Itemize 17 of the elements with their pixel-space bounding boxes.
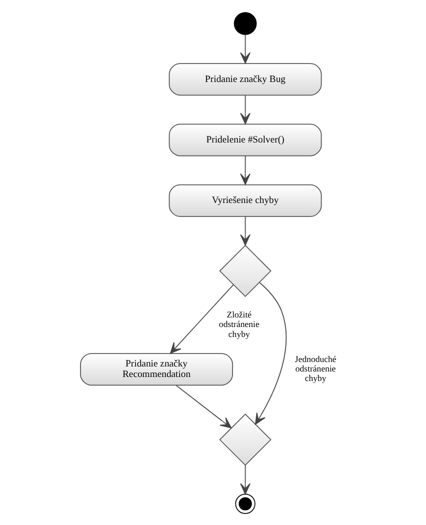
node-box: Pridelenie #Solver() — [168, 123, 322, 156]
arrow — [240, 464, 250, 494]
node-box: Pridanie značky Recommendation — [80, 352, 233, 386]
node-circle — [234, 12, 257, 34]
edge-label: Zložité odstránenie chyby — [218, 308, 260, 338]
node-box: Pridanie značky Bug — [168, 62, 322, 96]
node-circle — [235, 493, 256, 514]
arrow — [240, 94, 250, 124]
arrow — [176, 384, 232, 428]
arrow — [240, 216, 250, 246]
arrow — [170, 284, 234, 354]
arrow — [240, 155, 250, 184]
node-diamond — [219, 244, 272, 297]
arrow — [255, 282, 287, 424]
edge-label: Jednoduché odstránenie chyby — [294, 353, 336, 383]
node-box: Vyriešenie chyby — [168, 184, 322, 216]
arrow — [240, 34, 250, 64]
